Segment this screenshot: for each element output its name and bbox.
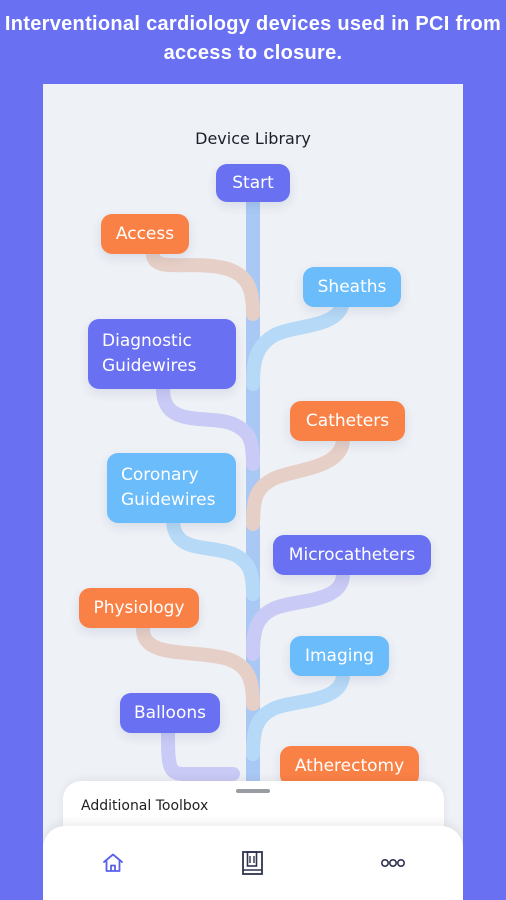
- tree-node-microcatheters[interactable]: Microcatheters: [273, 535, 431, 575]
- library-icon: [242, 851, 263, 875]
- phone-screen: Device Library Start Access Sheaths Diag…: [43, 84, 463, 900]
- tree-node-diagnostic-guidewires[interactable]: Diagnostic Guidewires: [88, 319, 236, 389]
- tree-node-start[interactable]: Start: [216, 164, 290, 202]
- tree-node-physiology[interactable]: Physiology: [79, 588, 199, 628]
- sheet-drag-handle[interactable]: [236, 789, 270, 793]
- connector-access: [146, 247, 260, 321]
- bottom-nav-bar: [43, 826, 463, 900]
- tree-node-catheters[interactable]: Catheters: [290, 401, 405, 441]
- tree-node-coronary-guidewires[interactable]: Coronary Guidewires: [107, 453, 236, 523]
- tree-node-balloons[interactable]: Balloons: [120, 693, 220, 733]
- connector-diagnostic: [156, 382, 260, 471]
- connector-imaging: [246, 667, 350, 761]
- nav-more-button[interactable]: [373, 848, 413, 878]
- home-icon: [103, 853, 123, 872]
- promo-headline: Interventional cardiology devices used i…: [4, 13, 502, 64]
- connector-microcatheters: [246, 567, 350, 661]
- page-title: Device Library: [195, 129, 311, 148]
- connector-catheters: [246, 432, 350, 531]
- tree-node-atherectomy[interactable]: Atherectomy: [280, 746, 419, 786]
- more-icon: [380, 858, 405, 868]
- nav-library-button[interactable]: [233, 848, 273, 878]
- nav-home-button[interactable]: [93, 848, 133, 878]
- tree-node-access[interactable]: Access: [101, 214, 189, 254]
- connector-physiology: [136, 622, 260, 711]
- tree-node-imaging[interactable]: Imaging: [290, 636, 389, 676]
- sheet-title: Additional Toolbox: [81, 798, 209, 814]
- connector-balloons: [161, 722, 240, 781]
- connector-sheaths: [246, 292, 350, 391]
- tree-node-sheaths[interactable]: Sheaths: [303, 267, 401, 307]
- connector-coronary: [166, 512, 260, 601]
- tree-connectors: [136, 187, 350, 791]
